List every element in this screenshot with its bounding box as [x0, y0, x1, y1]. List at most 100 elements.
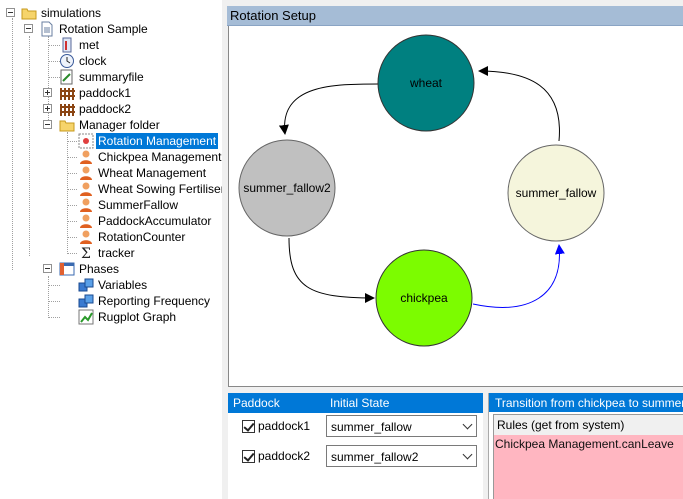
paddock1-checkbox[interactable]	[242, 420, 255, 433]
paddock2-checkbox[interactable]	[242, 450, 255, 463]
tree-node-phases[interactable]: Phases	[59, 261, 121, 277]
tree-node-label: simulations	[41, 6, 102, 20]
tree-connector	[48, 285, 60, 286]
tree-connector	[67, 157, 77, 158]
tree-node-label: Variables	[98, 278, 148, 292]
dropdown-value: summer_fallow	[331, 420, 412, 434]
tree-node-rotation-sample[interactable]: Rotation Sample	[39, 21, 150, 37]
expand-toggle[interactable]	[43, 88, 52, 97]
tree-node-label: Wheat Management	[98, 166, 207, 180]
initial-state-dropdown[interactable]: summer_fallow	[326, 415, 477, 437]
collapse-toggle[interactable]	[6, 8, 15, 17]
clock-icon	[59, 53, 75, 69]
transition-header: Transition from chickpea to summer_fallo…	[489, 393, 683, 412]
tree-node-simulations[interactable]: simulations	[21, 5, 103, 21]
simulation-tree[interactable]: simulations Rotation Sample met clock su…	[0, 0, 225, 499]
tree-node-rotation-management[interactable]: Rotation Management	[78, 133, 219, 149]
tree-node-wheat-management[interactable]: Wheat Management	[78, 165, 208, 181]
tree-node-label: SummerFallow	[98, 198, 179, 212]
tree-connector	[48, 317, 60, 318]
tree-connector	[48, 77, 60, 78]
manager-person-icon	[78, 149, 94, 165]
collapse-toggle[interactable]	[43, 120, 52, 129]
rules-text: Chickpea Management.canLeave	[495, 437, 674, 451]
state-node-summer-fallow2[interactable]: summer_fallow2	[238, 139, 336, 237]
tree-node-label: paddock2	[79, 102, 132, 116]
column-header-paddock[interactable]: Paddock	[233, 396, 280, 410]
expand-toggle[interactable]	[43, 104, 52, 113]
paddock-fence-icon	[59, 85, 75, 101]
graph-icon	[78, 309, 94, 325]
arc-wheat-to-summer-fallow2[interactable]	[278, 83, 380, 135]
arc-summer-fallow2-to-chickpea[interactable]	[288, 237, 375, 303]
tree-node-summerfallow[interactable]: SummerFallow	[78, 197, 180, 213]
folder-icon	[59, 117, 75, 133]
tree-node-paddock2[interactable]: paddock2	[59, 101, 133, 117]
tree-node-label: tracker	[98, 246, 135, 260]
manager-person-icon	[78, 181, 94, 197]
collapse-toggle[interactable]	[43, 264, 52, 273]
tree-connector	[48, 61, 60, 62]
tree-connector	[48, 276, 49, 316]
tree-node-label: summaryfile	[79, 70, 144, 84]
tree-node-label: Manager folder	[79, 118, 160, 132]
state-node-circle	[507, 144, 605, 242]
state-node-circle	[377, 34, 475, 132]
initial-state-dropdown[interactable]: summer_fallow2	[326, 445, 477, 467]
state-node-circle	[375, 249, 473, 347]
tree-connector	[29, 36, 30, 256]
document-icon	[39, 21, 55, 37]
tree-node-rotationcounter[interactable]: RotationCounter	[78, 229, 187, 245]
rules-label: Rules (get from system)	[497, 418, 625, 432]
dropdown-value: summer_fallow2	[331, 450, 419, 464]
tree-node-variables[interactable]: Variables	[78, 277, 149, 293]
state-node-circle	[238, 139, 336, 237]
state-node-summer-fallow[interactable]: summer_fallow	[507, 144, 605, 242]
tree-connector	[67, 141, 77, 142]
chevron-down-icon	[462, 449, 473, 460]
rotation-manager-icon	[78, 133, 94, 149]
tree-node-label: Reporting Frequency	[98, 294, 211, 308]
svg-text:Σ: Σ	[81, 246, 91, 261]
table-row: paddock2 summer_fallow2	[228, 441, 483, 471]
tree-connector	[67, 237, 77, 238]
tree-node-chickpea-management[interactable]: Chickpea Management	[78, 149, 223, 165]
tree-node-rugplot-graph[interactable]: Rugplot Graph	[78, 309, 178, 325]
tree-node-clock[interactable]: clock	[59, 53, 108, 69]
collapse-toggle[interactable]	[24, 24, 33, 33]
tree-node-label: RotationCounter	[98, 230, 186, 244]
tree-node-label: Rugplot Graph	[98, 310, 177, 324]
state-node-chickpea[interactable]: chickpea	[375, 249, 473, 347]
column-header-initial-state[interactable]: Initial State	[330, 396, 390, 410]
tree-node-met[interactable]: met	[59, 37, 101, 53]
summary-file-icon	[59, 69, 75, 85]
tree-node-label: PaddockAccumulator	[98, 214, 212, 228]
rotation-title: Rotation Setup	[230, 8, 317, 23]
tree-connector	[67, 189, 77, 190]
tree-connector	[67, 173, 77, 174]
rotation-graph[interactable]: wheat summer_fallow2 chickpea summer_fal…	[229, 26, 683, 387]
tree-node-paddockaccumulator[interactable]: PaddockAccumulator	[78, 213, 213, 229]
tree-node-reporting-frequency[interactable]: Reporting Frequency	[78, 293, 212, 309]
transition-panel: Transition from chickpea to summer_fallo…	[488, 393, 683, 499]
tree-node-manager-folder[interactable]: Manager folder	[59, 117, 162, 133]
tree-node-summaryfile[interactable]: summaryfile	[59, 69, 146, 85]
tree-node-paddock1[interactable]: paddock1	[59, 85, 133, 101]
rotation-graph-canvas[interactable]: wheat summer_fallow2 chickpea summer_fal…	[228, 26, 683, 387]
rotation-panel: Rotation Setup wheat	[227, 0, 683, 499]
panel-splitter[interactable]	[222, 0, 227, 499]
arc-summer-fallow-to-wheat[interactable]	[478, 66, 560, 142]
tree-node-tracker[interactable]: Σ tracker	[78, 245, 137, 262]
paddock-name: paddock2	[258, 449, 311, 463]
rules-textarea[interactable]: Chickpea Management.canLeave	[494, 435, 683, 499]
tree-connector	[48, 36, 49, 128]
state-node-wheat[interactable]: wheat	[377, 34, 475, 132]
tree-connector	[67, 253, 77, 254]
tree-node-label: Chickpea Management	[98, 150, 222, 164]
manager-person-icon	[78, 229, 94, 245]
tree-connector	[48, 301, 60, 302]
rules-box: Rules (get from system) Chickpea Managem…	[493, 414, 683, 499]
chevron-down-icon	[462, 419, 473, 430]
arc-chickpea-to-summer-fallow[interactable]	[472, 244, 565, 308]
tree-node-wheat-sowing-fertiliser[interactable]: Wheat Sowing Fertiliser	[78, 181, 227, 197]
